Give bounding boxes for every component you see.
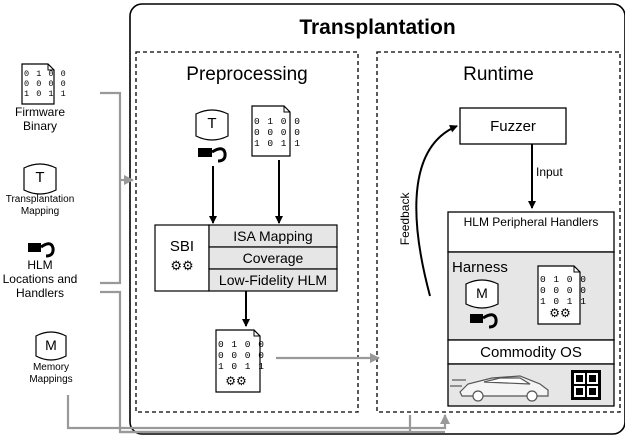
- runtime-title: Runtime: [463, 64, 534, 85]
- fuzzer-label: Fuzzer: [490, 118, 536, 135]
- mapping-scroll-icon: [195, 109, 229, 141]
- preprocessing-mapping-letter: T: [207, 115, 217, 132]
- preprocessing-title: Preprocessing: [186, 64, 308, 85]
- feedback-label: Feedback: [398, 192, 413, 246]
- memory-letter: M: [45, 337, 57, 353]
- transplantation-frame: [129, 3, 625, 435]
- car-icon: [450, 375, 549, 402]
- sbi-row-isa-mapping: ISA Mapping: [233, 228, 313, 244]
- binary-document-icon: [21, 63, 55, 105]
- fuzzer-box: [459, 107, 567, 145]
- gear-icon: ⚙⚙: [170, 258, 194, 273]
- sbi-block: [154, 224, 338, 292]
- mapping-scroll-icon: [35, 331, 67, 361]
- hlm-peripheral-handlers-label: HLM Peripheral Handlers: [463, 215, 599, 229]
- binary-document-icon: [251, 105, 291, 157]
- chip-icon: [571, 370, 601, 400]
- mapping-scroll-icon: [465, 279, 499, 309]
- commodity-os-label: Commodity OS: [480, 344, 582, 361]
- hook-icon: [198, 147, 227, 163]
- input-label: Input: [536, 165, 563, 179]
- transplant-letter: T: [35, 169, 45, 186]
- harness-letter: M: [476, 285, 488, 301]
- binary-document-icon: [215, 329, 261, 393]
- mapping-scroll-icon: [23, 163, 57, 195]
- hook-icon: [470, 313, 498, 329]
- gear-icon: ⚙⚙: [549, 306, 571, 320]
- binary-document-icon: [537, 265, 581, 325]
- sbi-row-low-fidelity-hlm: Low-Fidelity HLM: [218, 272, 328, 288]
- feedback-arrow: [415, 125, 458, 297]
- runtime-frame: [376, 51, 621, 413]
- sbi-row-coverage: Coverage: [242, 250, 304, 266]
- hook-icon: [28, 242, 55, 258]
- harness-label: Harness: [452, 259, 508, 276]
- preprocessing-frame: [135, 51, 359, 413]
- gear-icon: ⚙⚙: [225, 374, 247, 388]
- sbi-label: SBI: [169, 238, 195, 255]
- input-connectors: [66, 91, 450, 434]
- diagram-title: Transplantation: [299, 16, 456, 39]
